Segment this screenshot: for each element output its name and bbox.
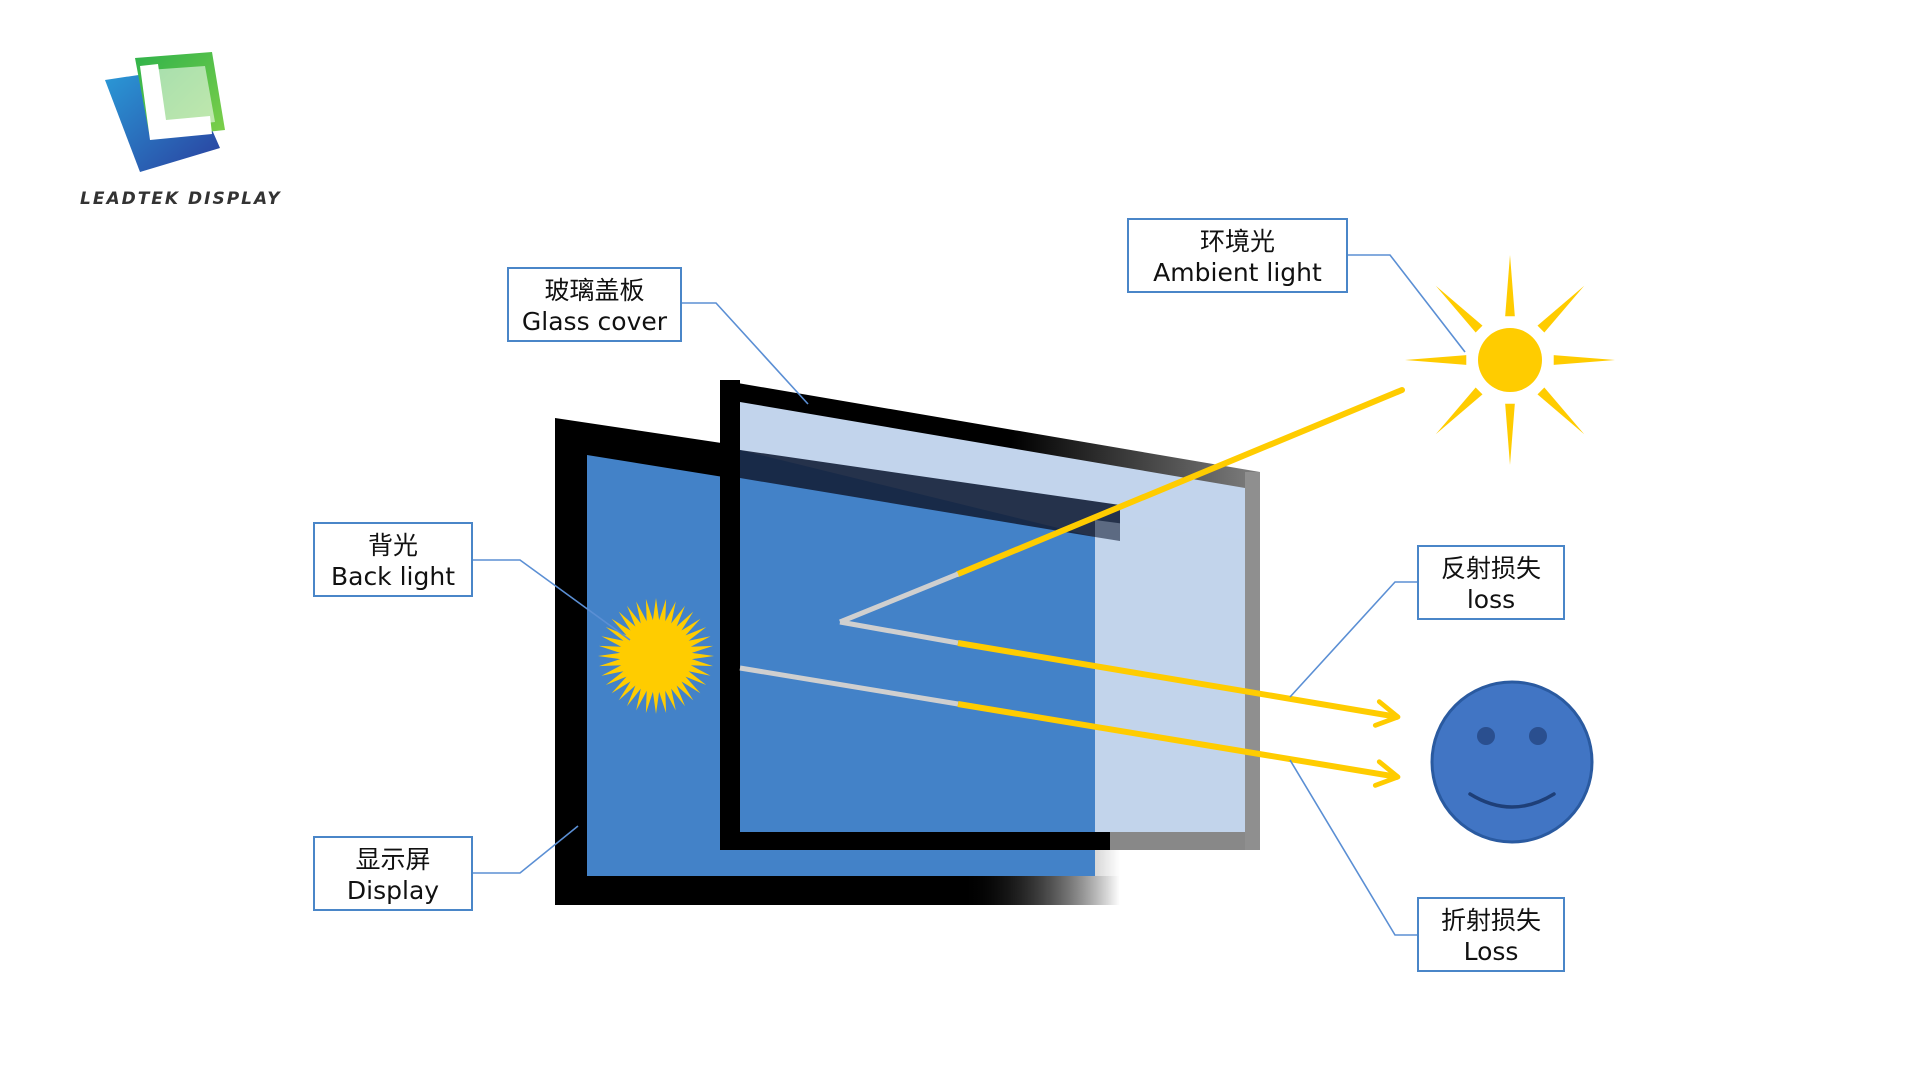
label-reflection-loss-zh: 反射损失 [1441, 554, 1541, 583]
label-display-en: Display [347, 876, 439, 905]
reflected-ray [957, 640, 1401, 728]
label-back-light-en: Back light [331, 562, 455, 591]
label-refraction-loss-en: Loss [1464, 937, 1519, 966]
leader-display [472, 825, 579, 874]
label-refraction-loss-zh: 折射损失 [1441, 906, 1541, 935]
sun-ray [1537, 387, 1585, 435]
leader-glass-cover [681, 302, 809, 405]
label-back-light-zh: 背光 [368, 531, 418, 560]
glass-frame-bottom-fade [1110, 832, 1260, 850]
leader-back-light [472, 559, 631, 641]
sun-ray [1537, 285, 1585, 333]
backlight-ray-in-glass [739, 665, 959, 707]
label-display-zh: 显示屏 [355, 845, 430, 874]
brand-name: LEADTEK DISPLAY [80, 189, 282, 209]
leader-refraction-loss [1289, 759, 1418, 936]
backlight-burst-shape [598, 598, 714, 714]
label-glass-cover: 玻璃盖板 Glass cover [507, 267, 682, 342]
label-ambient-light: 环境光 Ambient light [1127, 218, 1348, 293]
ambient-ray-incoming [955, 387, 1405, 577]
backlight-burst-icon [598, 598, 714, 714]
glass-frame-bottom [720, 832, 1110, 850]
sun-ray [1553, 355, 1615, 365]
leader-lines [472, 254, 1466, 936]
glass-frame-right [1245, 472, 1260, 850]
brand-logo: LEADTEK DISPLAY [80, 52, 282, 209]
label-ambient-light-zh: 环境光 [1200, 227, 1275, 256]
light-rays [739, 387, 1405, 788]
display-through-glass [740, 450, 1095, 832]
label-display: 显示屏 Display [313, 836, 473, 911]
smiley-face-icon [1430, 680, 1594, 844]
label-refraction-loss: 折射损失 Loss [1417, 897, 1565, 972]
sun-ray [1405, 355, 1467, 365]
label-glass-cover-en: Glass cover [522, 307, 668, 336]
sun-ray [1435, 387, 1483, 435]
display-frame-bottom [555, 876, 1120, 905]
sun-ray [1505, 255, 1515, 317]
glass-cover-panel [555, 380, 1260, 905]
label-glass-cover-zh: 玻璃盖板 [544, 276, 644, 305]
ambient-ray-in-glass [839, 571, 959, 625]
label-reflection-loss-en: loss [1467, 585, 1515, 614]
sun-ray [1505, 403, 1515, 465]
leadtek-logo-icon [105, 52, 225, 172]
sun-icon [1405, 255, 1615, 465]
refracted-ray [957, 701, 1401, 788]
leader-ambient-light [1347, 254, 1466, 353]
ambient-ray-reflected-in-glass [839, 619, 959, 646]
label-ambient-light-en: Ambient light [1153, 258, 1322, 287]
leader-reflection-loss [1289, 581, 1418, 698]
label-reflection-loss: 反射损失 loss [1417, 545, 1565, 620]
sun-ray [1435, 285, 1483, 333]
label-back-light: 背光 Back light [313, 522, 473, 597]
frame-top-through-glass [740, 450, 1120, 541]
glass-frame-left [720, 380, 740, 850]
